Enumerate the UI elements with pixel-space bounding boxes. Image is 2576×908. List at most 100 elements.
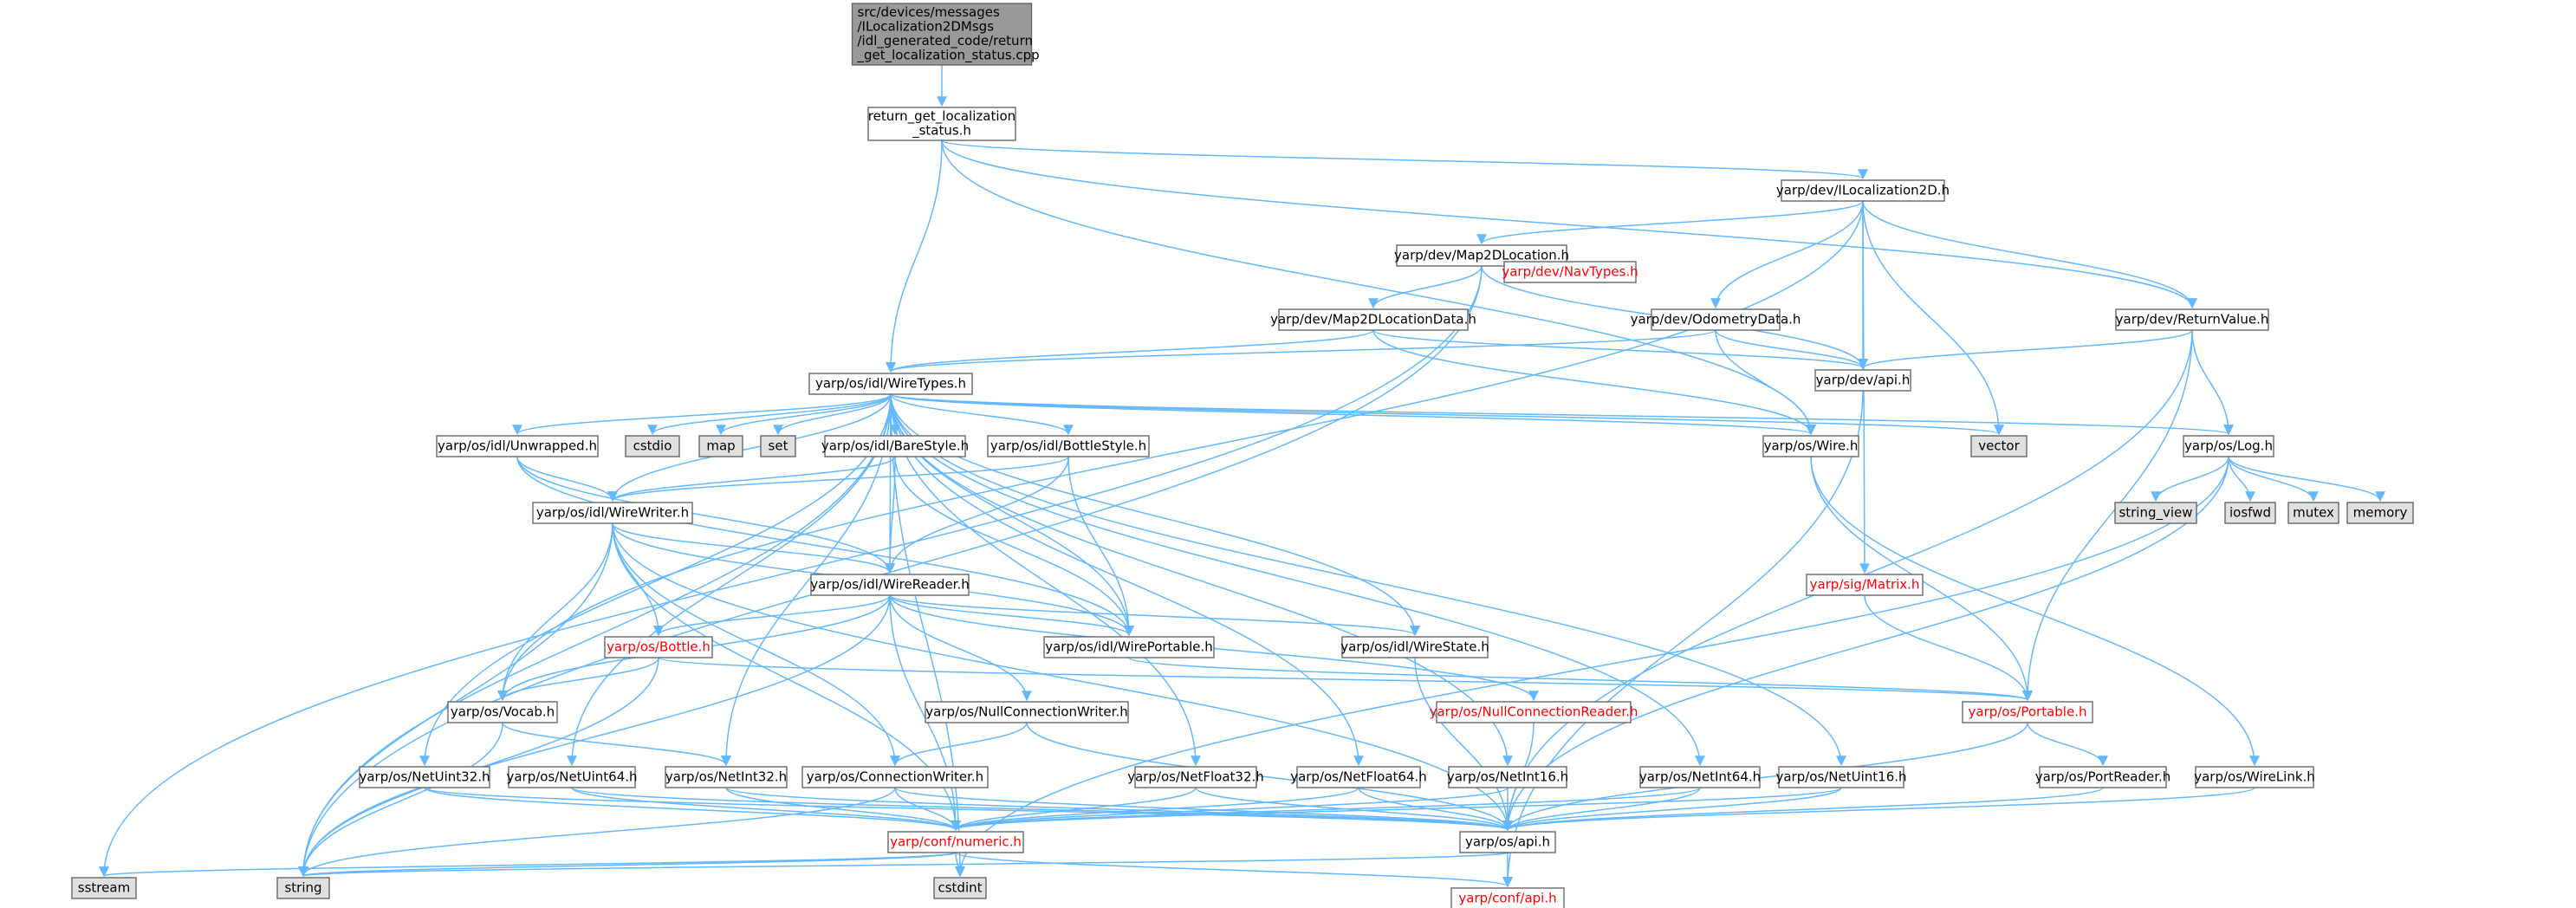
- node-wreader-label-0: yarp/os/idl/WireReader.h: [810, 576, 970, 592]
- edge-bare-to-wport: [894, 456, 1134, 637]
- edge-numeric-to-sstream: [99, 852, 957, 878]
- node-wstate-box: [1341, 636, 1489, 658]
- node-navt[interactable]: yarp/dev/NavTypes.h: [1502, 261, 1638, 283]
- edge-ncw-to-cw: [890, 722, 1028, 767]
- edge-wreader-to-numeric: [889, 594, 961, 832]
- node-m2dld[interactable]: yarp/dev/Map2DLocationData.h: [1270, 308, 1476, 331]
- node-osapi-box: [1459, 831, 1556, 853]
- edge-bstyle-to-wreader: [885, 456, 1069, 574]
- node-vocab[interactable]: yarp/os/Vocab.h: [447, 701, 558, 723]
- edge-preader-to-osapi: [1502, 787, 2104, 832]
- node-osapi[interactable]: yarp/os/api.h: [1459, 831, 1556, 853]
- edge-wtypes-to-string: [298, 393, 892, 878]
- node-wtypes[interactable]: yarp/os/idl/WireTypes.h: [808, 373, 973, 395]
- node-cw[interactable]: yarp/os/ConnectionWriter.h: [801, 766, 989, 788]
- node-navt-box: [1503, 261, 1637, 283]
- node-preader-box: [2039, 766, 2167, 788]
- edge-wtypes-to-bstyle: [890, 393, 1074, 436]
- node-strview-box: [2114, 502, 2197, 524]
- node-log[interactable]: yarp/os/Log.h: [2183, 435, 2274, 457]
- node-numeric[interactable]: yarp/conf/numeric.h: [887, 831, 1024, 853]
- edge-wtypes-to-nf64: [890, 393, 1364, 767]
- node-wreader-box: [810, 574, 970, 596]
- node-set-box: [760, 435, 796, 457]
- node-ncw-box: [925, 701, 1129, 723]
- node-unwr-box: [436, 435, 599, 457]
- edge-rgls-to-iloc: [941, 139, 1868, 180]
- node-ni64-label-0: yarp/os/NetInt64.h: [1639, 769, 1761, 784]
- node-matrix[interactable]: yarp/sig/Matrix.h: [1806, 574, 1924, 596]
- edge-wwriter-to-string: [298, 522, 613, 878]
- node-ni16[interactable]: yarp/os/NetInt16.h: [1447, 766, 1568, 788]
- node-ni64[interactable]: yarp/os/NetInt64.h: [1639, 766, 1761, 788]
- node-nu64-label-0: yarp/os/NetUint64.h: [506, 769, 637, 784]
- edge-log-to-iosfwd: [2228, 456, 2255, 503]
- node-ncr[interactable]: yarp/os/NullConnectionReader.h: [1430, 701, 1638, 723]
- node-root-label-0: src/devices/messages: [858, 4, 1001, 20]
- node-retval[interactable]: yarp/dev/ReturnValue.h: [2115, 308, 2269, 331]
- node-wport[interactable]: yarp/os/idl/WirePortable.h: [1043, 636, 1215, 658]
- node-cstdio-box: [625, 435, 680, 457]
- node-bare[interactable]: yarp/os/idl/BareStyle.h: [821, 435, 969, 457]
- node-sstream-box: [71, 877, 137, 899]
- node-wreader[interactable]: yarp/os/idl/WireReader.h: [810, 574, 970, 596]
- node-nu16[interactable]: yarp/os/NetUint16.h: [1775, 766, 1907, 788]
- node-iloc-box: [1781, 179, 1945, 202]
- node-iosfwd: iosfwd: [2224, 502, 2276, 524]
- node-navt-label-0: yarp/dev/NavTypes.h: [1502, 263, 1638, 279]
- node-bottle-label-0: yarp/os/Bottle.h: [607, 639, 711, 654]
- node-ncw[interactable]: yarp/os/NullConnectionWriter.h: [925, 701, 1129, 723]
- edge-cw-to-string: [298, 787, 896, 878]
- node-iosfwd-box: [2224, 502, 2276, 524]
- node-unwr[interactable]: yarp/os/idl/Unwrapped.h: [436, 435, 599, 457]
- node-preader[interactable]: yarp/os/PortReader.h: [2035, 766, 2171, 788]
- node-string-label-0: string: [284, 879, 321, 895]
- edge-wreader-to-ncw: [889, 594, 1032, 702]
- node-bstyle[interactable]: yarp/os/idl/BottleStyle.h: [987, 435, 1150, 457]
- node-nf64-box: [1296, 766, 1421, 788]
- node-nu32[interactable]: yarp/os/NetUint32.h: [359, 766, 490, 788]
- edge-wtypes-to-nu16: [890, 393, 1846, 767]
- node-vector-label-0: vector: [1978, 438, 2020, 453]
- node-wwriter[interactable]: yarp/os/idl/WireWriter.h: [532, 502, 693, 524]
- node-confapi[interactable]: yarp/conf/api.h: [1450, 887, 1565, 908]
- node-devapi[interactable]: yarp/dev/api.h: [1814, 369, 1911, 392]
- node-log-label-0: yarp/os/Log.h: [2184, 438, 2273, 453]
- node-rgls[interactable]: return_get_localization_status.h: [867, 107, 1016, 141]
- node-nf32[interactable]: yarp/os/NetFloat32.h: [1127, 766, 1264, 788]
- node-wwriter-label-0: yarp/os/idl/WireWriter.h: [536, 504, 689, 520]
- node-bare-label-0: yarp/os/idl/BareStyle.h: [821, 438, 969, 453]
- edge-log-to-memory: [2228, 456, 2385, 503]
- edge-wtypes-to-cstdio: [647, 393, 892, 436]
- node-nf32-label-0: yarp/os/NetFloat32.h: [1127, 769, 1264, 784]
- node-rgls-box: [867, 107, 1016, 141]
- node-wire[interactable]: yarp/os/Wire.h: [1762, 435, 1859, 457]
- node-wstate[interactable]: yarp/os/idl/WireState.h: [1340, 636, 1489, 658]
- node-wwriter-box: [532, 502, 693, 524]
- edge-retval-to-devapi: [1858, 329, 2193, 370]
- node-portable[interactable]: yarp/os/Portable.h: [1962, 701, 2093, 723]
- node-ni32[interactable]: yarp/os/NetInt32.h: [665, 766, 788, 788]
- node-vector: vector: [1970, 435, 2028, 457]
- node-nf64[interactable]: yarp/os/NetFloat64.h: [1290, 766, 1427, 788]
- node-matrix-box: [1806, 574, 1924, 596]
- edge-nu16-to-osapi: [1502, 787, 1842, 832]
- node-wtypes-box: [808, 373, 973, 395]
- node-matrix-label-0: yarp/sig/Matrix.h: [1810, 576, 1920, 592]
- node-wport-box: [1043, 636, 1215, 658]
- node-wlink[interactable]: yarp/os/WireLink.h: [2194, 766, 2315, 788]
- node-ni16-label-0: yarp/os/NetInt16.h: [1447, 769, 1568, 784]
- edge-iloc-to-vector: [1862, 200, 2004, 436]
- edge-bstyle-to-wwriter: [607, 456, 1069, 503]
- node-root[interactable]: src/devices/messages/ILocalization2DMsgs…: [851, 3, 1040, 66]
- node-bottle[interactable]: yarp/os/Bottle.h: [604, 636, 713, 658]
- edge-wtypes-to-map: [716, 393, 892, 436]
- node-nu64[interactable]: yarp/os/NetUint64.h: [506, 766, 638, 788]
- edge-bare-to-wwriter: [607, 456, 896, 503]
- edge-nu16-to-numeric: [951, 787, 1842, 832]
- node-iloc[interactable]: yarp/dev/ILocalization2D.h: [1776, 179, 1950, 202]
- edge-wtypes-to-log: [890, 393, 2234, 436]
- edge-wtypes-to-wire: [890, 393, 1816, 436]
- node-nu32-box: [359, 766, 490, 788]
- node-odom[interactable]: yarp/dev/OdometryData.h: [1631, 308, 1801, 331]
